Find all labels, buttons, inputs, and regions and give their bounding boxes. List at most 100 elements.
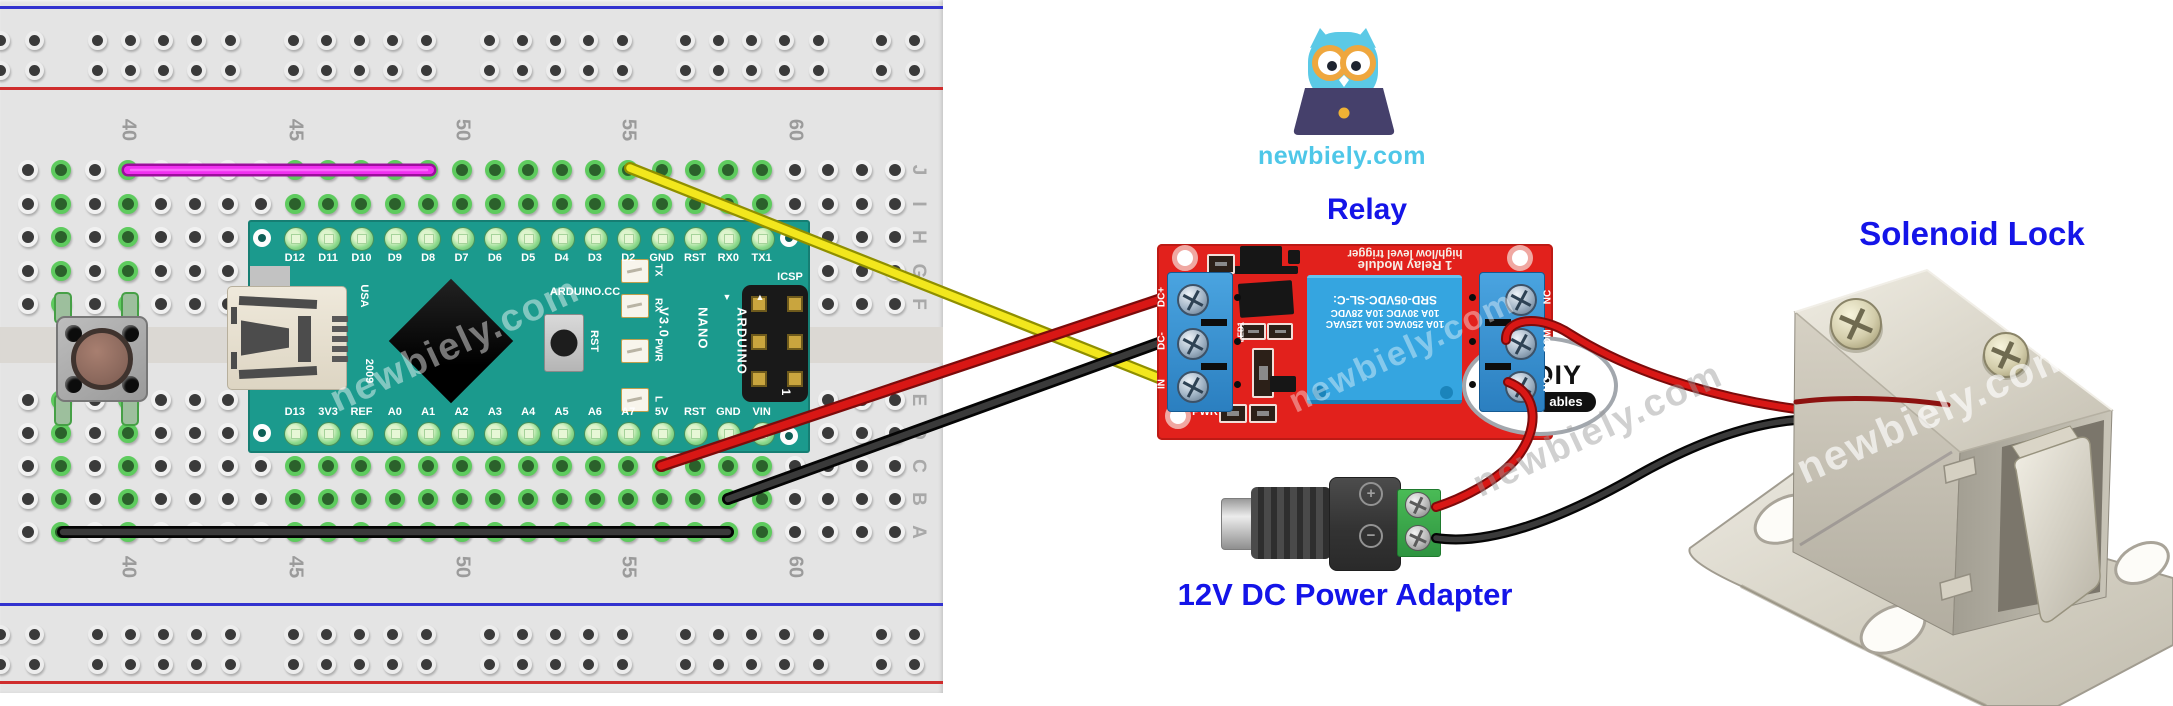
nano-pin: [483, 227, 508, 251]
rail-hole: [708, 60, 728, 80]
rail-hole: [154, 624, 173, 644]
nano-pin-label: VIN: [752, 406, 771, 418]
rail-hole: [479, 60, 499, 80]
rail-hole: [808, 624, 828, 644]
breadboard-hole: [885, 294, 906, 314]
nano-pin: [550, 227, 575, 251]
breadboard-hole: [551, 193, 572, 214]
breadboard-hole: [218, 193, 239, 214]
tx-arrow-icon: ▲: [755, 292, 765, 302]
push-button: [56, 316, 148, 402]
rail-hole: [612, 624, 632, 644]
rail-hole: [808, 30, 828, 50]
nano-pin: [683, 227, 708, 251]
rail-hole: [154, 654, 173, 674]
nano-pin-label: D13: [284, 406, 305, 418]
rail-hole: [0, 30, 11, 50]
breadboard-hole: [184, 423, 205, 443]
breadboard-hole: [484, 160, 505, 180]
nano-pin: [283, 422, 308, 446]
rail-hole: [546, 30, 565, 50]
nano-pin: [317, 227, 342, 251]
rail-hole: [904, 60, 924, 80]
nano-pin: [550, 422, 575, 446]
breadboard-hole: [751, 522, 772, 542]
breadboard-hole: [84, 423, 105, 443]
breadboard-hole: [218, 423, 239, 443]
rail-hole: [383, 30, 403, 50]
breadboard-hole: [818, 193, 839, 214]
breadboard-hole: [518, 489, 539, 509]
rail-hole: [316, 30, 336, 50]
breadboard-hole: [384, 489, 405, 509]
breadboard-hole: [818, 489, 839, 509]
breadboard-hole: [718, 456, 739, 476]
rail-hole: [187, 60, 207, 80]
breadboard-hole: [418, 456, 439, 476]
rail-hole: [416, 60, 436, 80]
nano-pin-label: A3: [487, 406, 502, 418]
nano-pin-label: A6: [587, 406, 602, 418]
reset-button: [544, 314, 584, 372]
rail-hole: [316, 654, 336, 674]
rail-hole: [775, 624, 795, 644]
breadboard-hole: [151, 489, 172, 509]
solenoid-body: newbiely.com: [1789, 268, 2114, 636]
adapter-plus-screw: [1405, 492, 1431, 518]
rail-hole: [416, 30, 436, 50]
rail-hole: [546, 624, 565, 644]
rx-led: [621, 294, 649, 318]
nano-mount-hole: [780, 427, 798, 445]
usb-contact: [332, 326, 348, 332]
latch-bolt: [2013, 436, 2101, 623]
relay-mount-hole: [1172, 245, 1198, 271]
breadboard-hole: [851, 456, 872, 476]
dc-barrel-plug-tip: [1221, 498, 1255, 550]
rail-hole: [220, 30, 240, 50]
icsp-header: [742, 285, 808, 402]
nano-pin-label: D3: [587, 252, 602, 264]
breadboard-hole: [785, 522, 805, 542]
rail-hole: [579, 30, 599, 50]
breadboard-hole: [885, 456, 906, 476]
rail-hole: [383, 624, 403, 644]
rail-hole: [350, 654, 369, 674]
breadboard-rail-line-red-bottom: [0, 681, 943, 684]
breadboard-hole: [584, 193, 605, 214]
breadboard-hole: [885, 522, 906, 542]
rail-hole: [0, 624, 11, 644]
transistor: [1270, 376, 1296, 392]
mount-hole: [2114, 541, 2170, 585]
breadboard-hole: [251, 489, 272, 509]
nano-mount-hole: [253, 424, 271, 442]
rail-hole: [416, 654, 436, 674]
breadboard-hole: [184, 294, 205, 314]
through-hole-resistor: [1252, 348, 1274, 398]
nano-pin-label: RST: [683, 406, 706, 418]
nano-pin-label: TX1: [751, 252, 772, 264]
breadboard-hole: [118, 489, 138, 509]
breadboard-hole: [84, 489, 105, 509]
nano-pin: [317, 422, 342, 446]
usb-contact: [332, 356, 348, 362]
breadboard-hole: [51, 160, 72, 180]
smd-resistor: [1267, 323, 1293, 340]
nano-pin: [583, 422, 608, 446]
rail-hole: [154, 30, 173, 50]
breadboard-rail-line-blue-bottom: [0, 603, 943, 606]
breadboard-hole: [351, 193, 372, 214]
breadboard-hole: [818, 522, 839, 542]
breadboard-hole: [151, 260, 172, 281]
nano-pin: [717, 227, 742, 251]
rail-hole: [120, 60, 140, 80]
nano-pin: [517, 227, 542, 251]
breadboard-hole: [17, 390, 38, 410]
trigger-jumper: [1240, 246, 1282, 268]
usb-contact: [332, 316, 348, 322]
rx-arrow-icon: ▼: [722, 292, 732, 302]
breadboard-hole: [851, 294, 872, 314]
breadboard-hole: [885, 193, 906, 214]
